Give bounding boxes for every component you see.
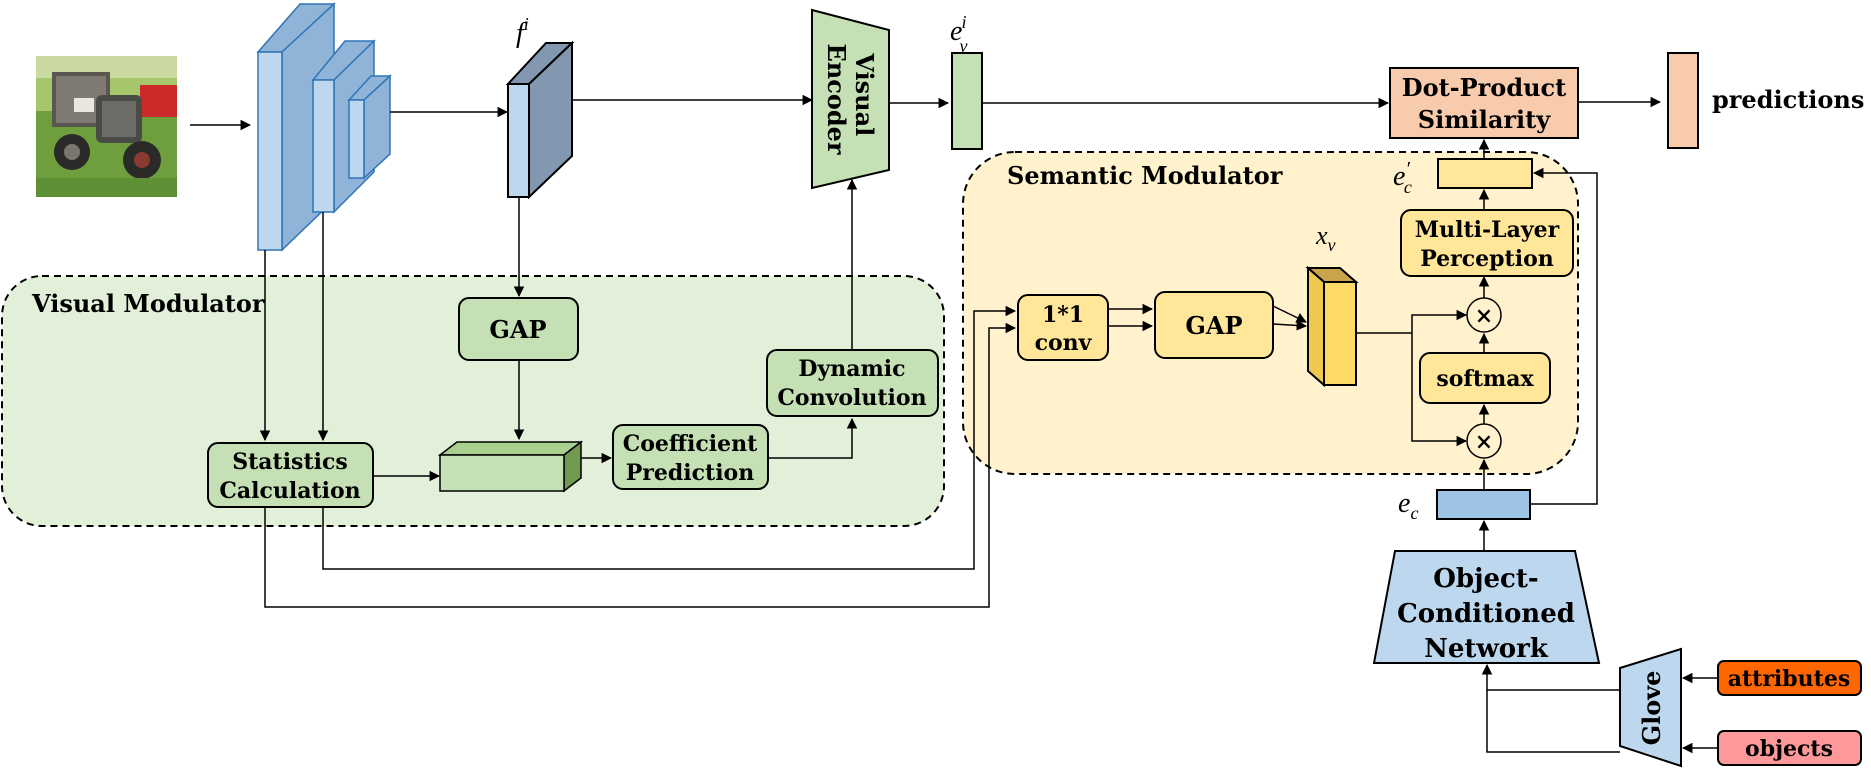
svg-text:Conditioned: Conditioned xyxy=(1397,599,1575,629)
ecp-label: e′c xyxy=(1393,158,1412,197)
svg-text:Coefficient: Coefficient xyxy=(623,431,758,457)
svg-text:conv: conv xyxy=(1035,330,1093,356)
svg-text:Statistics: Statistics xyxy=(232,449,348,475)
multi-layer-perception-box: Multi-Layer Perception xyxy=(1400,209,1574,277)
svg-text:×: × xyxy=(1475,429,1493,455)
svg-text:Dot-Product: Dot-Product xyxy=(1402,73,1567,102)
fi-label: fi xyxy=(516,14,529,49)
svg-text:Dynamic: Dynamic xyxy=(798,356,905,382)
stats-to-conv-route-1 xyxy=(322,305,1017,570)
svg-text:Network: Network xyxy=(1424,634,1549,664)
visual-modulator-title: Visual Modulator xyxy=(31,289,265,318)
svg-text:Perception: Perception xyxy=(1420,246,1554,272)
svg-text:×: × xyxy=(1475,303,1493,329)
predictions-bar xyxy=(1667,52,1699,149)
object-embedding-ec xyxy=(1436,489,1531,520)
svg-text:Prediction: Prediction xyxy=(626,460,754,486)
coefficient-prediction-box: Coefficient Prediction xyxy=(612,424,769,490)
glove-box: Glove xyxy=(1619,647,1682,768)
semantic-modulator-title: Semantic Modulator xyxy=(1007,161,1283,190)
xv-to-mult-top-arrow xyxy=(1411,309,1468,333)
svg-text:Similarity: Similarity xyxy=(1418,105,1551,134)
svg-text:Object-: Object- xyxy=(1433,564,1538,594)
glove-to-ocn-arrow-1 xyxy=(1481,663,1620,691)
softmax-box: softmax xyxy=(1419,352,1551,404)
xv-feature-block xyxy=(1305,265,1359,388)
svg-text:Convolution: Convolution xyxy=(777,385,926,411)
dot-product-similarity-box: Dot-Product Similarity xyxy=(1389,67,1579,139)
feature-map-fi xyxy=(505,40,575,200)
multiply-bottom: × xyxy=(1466,423,1502,459)
gap-to-xv-arrow-1 xyxy=(1272,305,1307,323)
backbone-layer-1 xyxy=(256,2,336,252)
dynamic-convolution-box: Dynamic Convolution xyxy=(766,349,939,417)
sm-gap-box: GAP xyxy=(1154,291,1274,359)
predictions-label: predictions xyxy=(1712,85,1864,114)
svg-text:Calculation: Calculation xyxy=(219,478,360,504)
backbone-layer-3 xyxy=(347,74,392,180)
glove-to-ocn-arrow-2 xyxy=(1486,690,1620,753)
coefficient-tensor-block xyxy=(437,440,584,493)
objects-box: objects xyxy=(1717,730,1862,766)
ec-to-ecp-arrow xyxy=(1530,167,1598,505)
svg-text:GAP: GAP xyxy=(1185,311,1242,340)
multiply-top: × xyxy=(1466,297,1502,333)
statistics-calculation-box: Statistics Calculation xyxy=(207,442,374,508)
svg-text:GAP: GAP xyxy=(489,315,546,344)
object-conditioned-network: Object- Conditioned Network xyxy=(1372,550,1601,664)
ec-label: ec xyxy=(1398,488,1418,523)
svg-text:Glove: Glove xyxy=(1637,671,1666,746)
attributes-box: attributes xyxy=(1717,660,1862,696)
svg-text:softmax: softmax xyxy=(1436,366,1534,392)
svg-text:objects: objects xyxy=(1745,736,1833,762)
xv-to-mult-bottom-arrow xyxy=(1411,333,1468,447)
svg-text:1*1: 1*1 xyxy=(1042,302,1084,328)
coefficient-to-dynamic-arrow xyxy=(768,417,858,459)
svg-text:Multi-Layer: Multi-Layer xyxy=(1415,217,1560,243)
input-image xyxy=(36,56,177,197)
visual-embedding-ev xyxy=(951,52,983,150)
stats-to-conv-route-2 xyxy=(264,322,1017,608)
vm-gap-box: GAP xyxy=(458,297,579,361)
xv-label: xv xyxy=(1315,221,1336,255)
svg-text:attributes: attributes xyxy=(1728,666,1850,692)
svg-text:Visual Encoder: Visual Encoder xyxy=(822,43,879,154)
gap-to-xv-arrow-2 xyxy=(1272,320,1308,331)
modulated-embedding-ecp xyxy=(1437,158,1533,189)
conv-1x1-box: 1*1 conv xyxy=(1017,294,1109,361)
visual-encoder: Visual Encoder xyxy=(811,8,890,190)
